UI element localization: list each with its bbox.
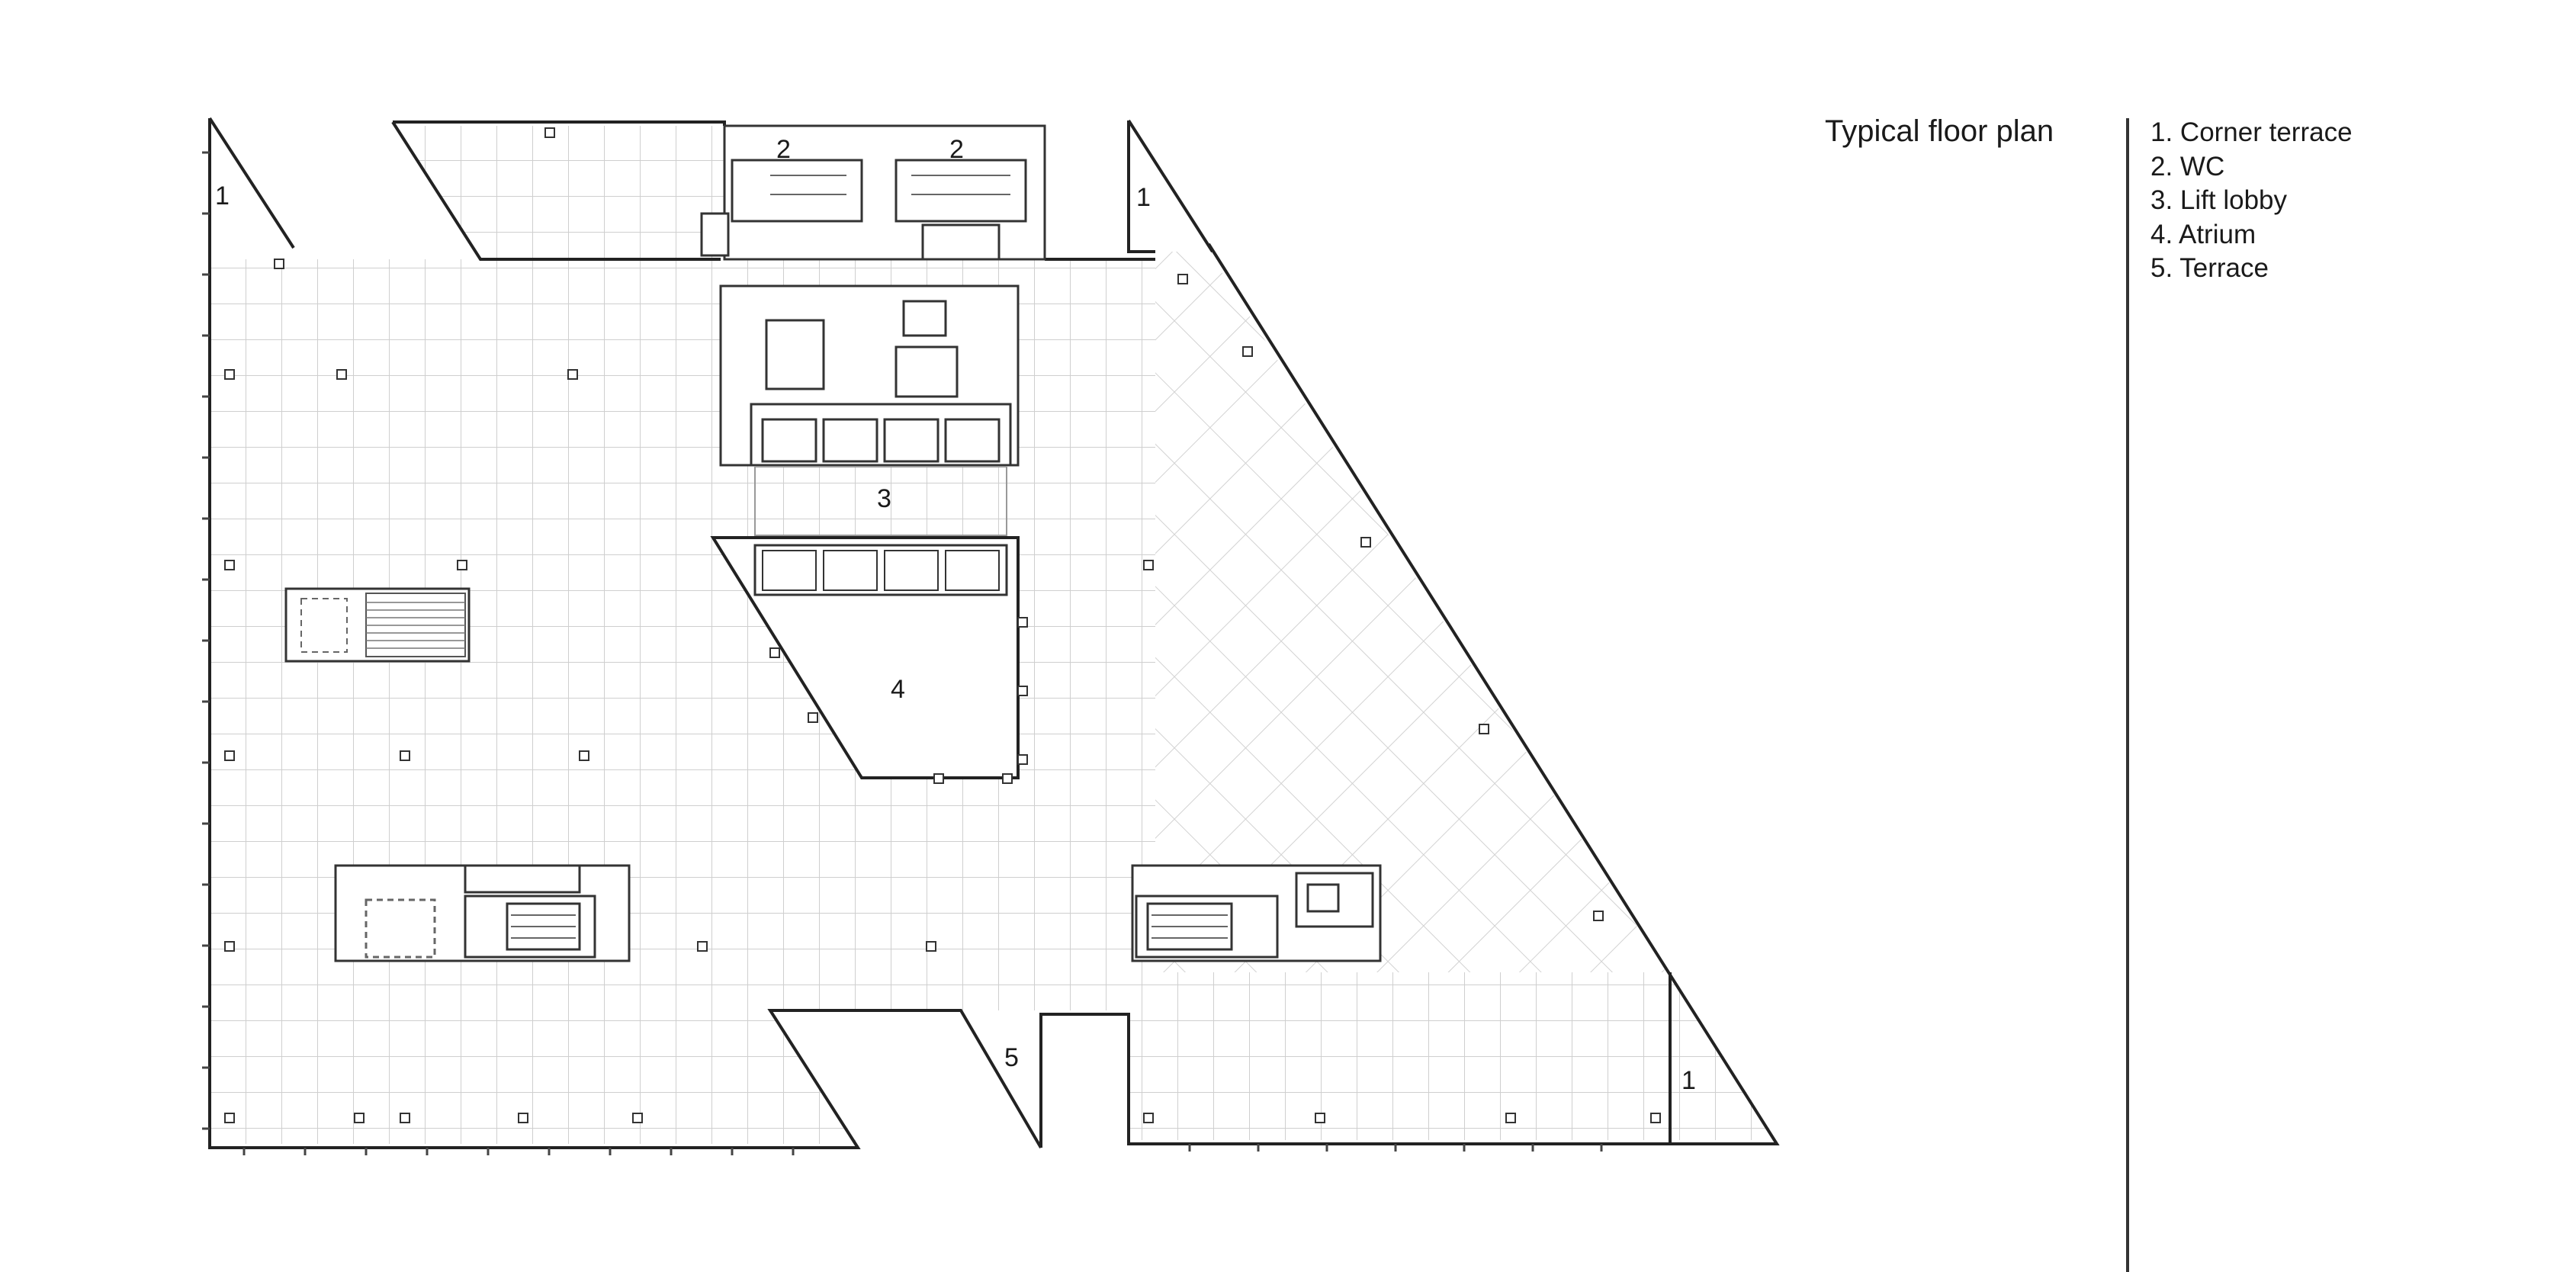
label-corner-terrace-se: 1 xyxy=(1681,1066,1696,1095)
structural-columns xyxy=(224,127,1661,1123)
legend-list: 1. Corner terrace 2. WC 3. Lift lobby 4.… xyxy=(2150,116,2353,286)
label-lift-lobby: 3 xyxy=(877,484,891,513)
legend-item: 2. WC xyxy=(2150,151,2225,181)
terrace-hatch-area xyxy=(1155,252,1666,972)
lift-core xyxy=(719,284,1020,467)
legend-item: 3. Lift lobby xyxy=(2150,185,2287,215)
atrium-void xyxy=(710,536,1020,779)
label-terrace: 5 xyxy=(1004,1043,1019,1072)
exterior-walls xyxy=(208,117,1780,1149)
service-core-east xyxy=(1131,864,1382,962)
label-wc-right: 2 xyxy=(949,135,964,164)
label-wc-left: 2 xyxy=(776,135,791,164)
floor-plan-drawing: 1 1 1 2 2 3 4 5 xyxy=(202,117,1780,1155)
legend-item: 1. Corner terrace xyxy=(2150,117,2353,147)
stair-void xyxy=(284,587,471,663)
label-atrium: 4 xyxy=(891,675,905,704)
legend-divider xyxy=(2126,118,2129,1272)
label-corner-terrace-nw: 1 xyxy=(215,181,230,210)
wc-block xyxy=(700,124,1046,261)
label-corner-terrace-ne: 1 xyxy=(1136,183,1151,212)
legend-item: 4. Atrium xyxy=(2150,219,2256,249)
service-core-sw xyxy=(334,864,631,962)
legend-item: 5. Terrace xyxy=(2150,253,2269,283)
plan-title: Typical floor plan xyxy=(1825,114,2054,148)
facade-mullions xyxy=(202,151,1603,1155)
lift-lobby-area xyxy=(754,466,1007,536)
